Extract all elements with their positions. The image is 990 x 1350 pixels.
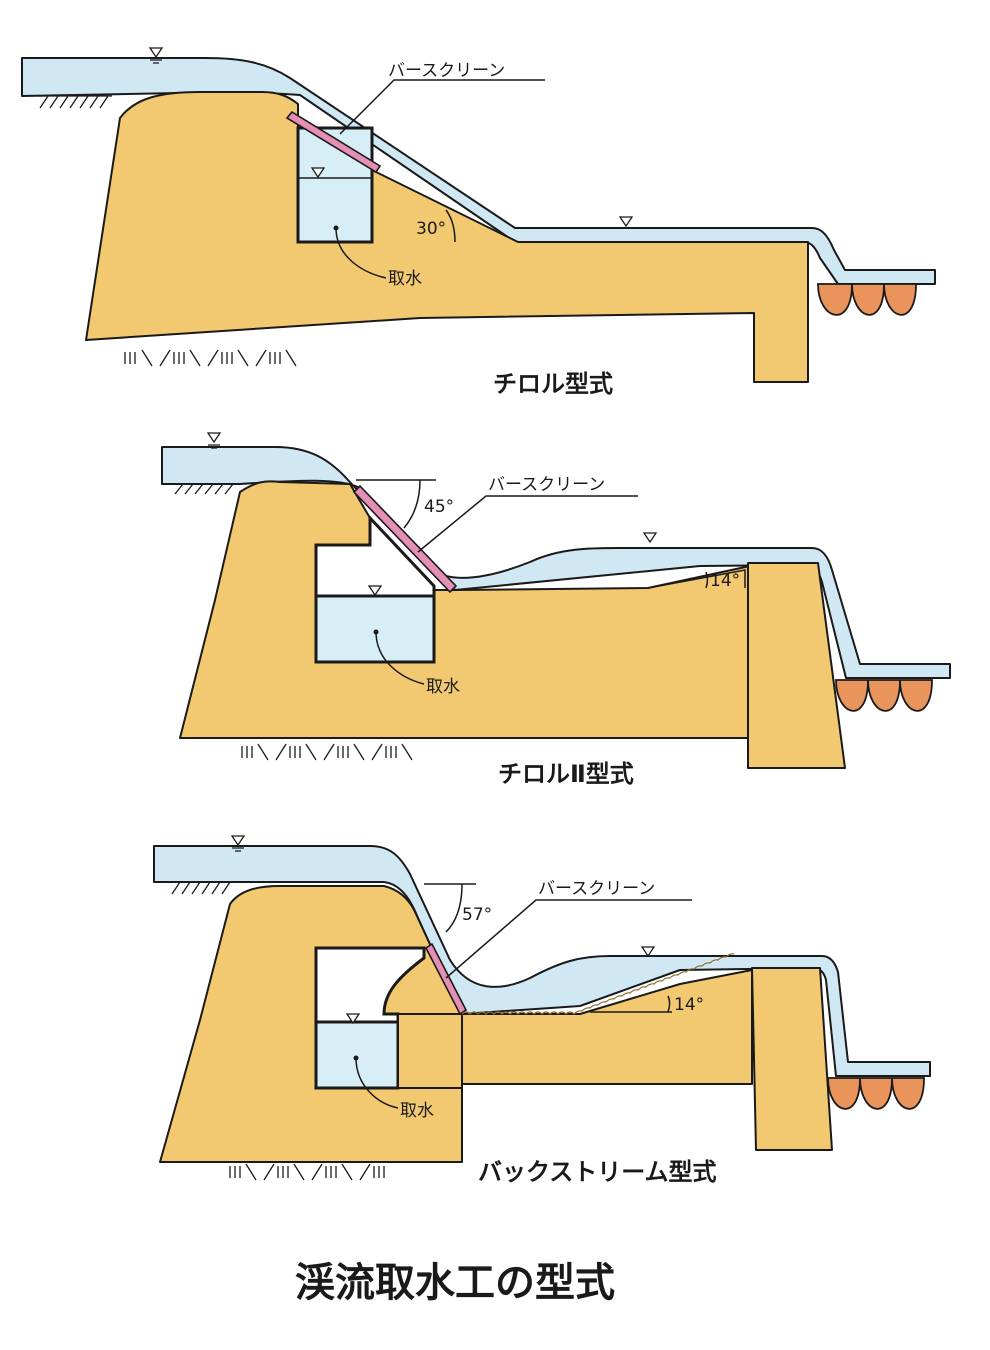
intake-leader-line <box>355 1057 399 1109</box>
screen-leader-line <box>417 495 638 553</box>
foundation-hatch <box>241 743 413 761</box>
screen-label: バースクリーン <box>388 61 505 81</box>
upstream-water <box>153 845 931 1077</box>
type-title: バックストリーム型式 <box>478 1158 717 1186</box>
water-level-mark <box>642 532 658 544</box>
angle-arc <box>667 995 671 1013</box>
intake-leader-line <box>335 227 387 279</box>
intake-label: 取水 <box>400 1101 434 1121</box>
intake-dot <box>353 1055 359 1061</box>
angle-label: 57° <box>462 905 492 925</box>
angle-arc <box>445 883 463 933</box>
sill-slope <box>647 569 746 589</box>
intake-chamber <box>314 1020 400 1090</box>
type-title: チロルⅡ型式 <box>498 760 634 788</box>
riverbed-hatch <box>170 881 234 895</box>
angle-label: 14° <box>674 995 704 1015</box>
water-level-mark <box>640 946 656 958</box>
water-level-mark <box>230 835 246 852</box>
angle-label: 45° <box>424 497 454 517</box>
water-level-mark <box>310 167 326 179</box>
water-level-mark <box>345 1013 361 1025</box>
downstream-wall <box>751 967 833 1151</box>
intake-dot <box>333 225 339 231</box>
intake-dot <box>373 629 379 635</box>
water-level-mark <box>206 432 222 449</box>
riverbed-hatch <box>172 483 236 495</box>
screen-label: バースクリーン <box>488 475 605 495</box>
intake-label: 取水 <box>426 677 460 697</box>
angle-arc <box>445 209 456 243</box>
screen-leader-line <box>445 899 692 979</box>
bar-screen <box>424 942 468 1016</box>
intake-chamber <box>314 594 436 664</box>
foundation-hatch <box>124 349 297 367</box>
angle-arc <box>705 571 709 589</box>
riprap-stones <box>827 1077 925 1110</box>
main-title: 渓流取水工の型式 <box>295 1260 615 1306</box>
weir-body <box>179 480 751 739</box>
chamber-step <box>397 1013 463 1089</box>
backstream-type-diagram: バースクリーン 57° 14° 取水 バックストリーム型式 <box>153 835 931 1186</box>
riverbed-hatch <box>38 95 112 109</box>
chamber-upper-void <box>314 514 436 598</box>
water-level-mark <box>148 47 164 64</box>
angle-arc <box>403 479 421 529</box>
angle-label: 30° <box>416 219 446 239</box>
tyrol-ii-type-diagram: バースクリーン 45° 14° 取水 チロルⅡ型式 <box>161 432 951 788</box>
water-level-mark <box>618 216 634 228</box>
weir-body <box>85 91 809 383</box>
screen-leader-line <box>339 79 545 135</box>
tyrol-type-diagram: バースクリーン 30° 取水 チロル型式 <box>21 47 936 398</box>
screen-label: バースクリーン <box>538 879 655 899</box>
gravel-deposit <box>461 953 735 1015</box>
foundation-hatch <box>229 1163 385 1181</box>
water-level-mark <box>367 585 383 597</box>
angle-label: 14° <box>710 571 740 591</box>
riprap-stones <box>835 679 933 712</box>
bar-screen <box>285 110 382 174</box>
intake-leader-line <box>375 631 425 685</box>
bar-screen <box>352 484 458 594</box>
type-title: チロル型式 <box>493 370 613 398</box>
riprap-stones <box>817 283 917 316</box>
intake-label: 取水 <box>388 269 422 289</box>
downstream-wall <box>747 562 846 769</box>
